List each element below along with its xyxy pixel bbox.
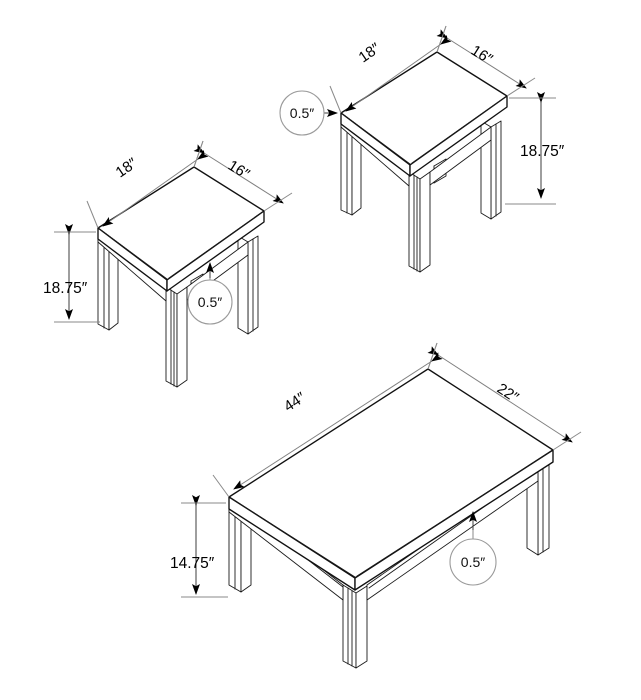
dimension-left-height: 18.75″ bbox=[43, 224, 100, 323]
callout-circle-coffee bbox=[449, 538, 497, 586]
dimension-label-left-height: 18.75″ bbox=[43, 280, 88, 297]
dimension-label-right-height: 18.75″ bbox=[520, 143, 565, 160]
callout-left-thickness: 0.5″ bbox=[187, 262, 233, 325]
callout-coffee-thickness: 0.5″ bbox=[449, 511, 497, 586]
callout-label-coffee-thickness: 0.5″ bbox=[461, 554, 485, 570]
callout-label-left-thickness: 0.5″ bbox=[198, 294, 222, 310]
dimension-label-coffee-height: 14.75″ bbox=[170, 555, 215, 572]
callout-circle-right bbox=[279, 90, 325, 136]
callout-circle-left bbox=[187, 279, 233, 325]
callout-label-right-thickness: 0.5″ bbox=[290, 105, 314, 121]
dimension-right-height: 18.75″ bbox=[505, 92, 565, 205]
callout-right-thickness: 0.5″ bbox=[279, 90, 338, 136]
dimensions-coffee-table: 44″ 22″ 14.75″ 0.5″ bbox=[170, 342, 582, 598]
dimension-coffee-height: 14.75″ bbox=[170, 495, 228, 598]
